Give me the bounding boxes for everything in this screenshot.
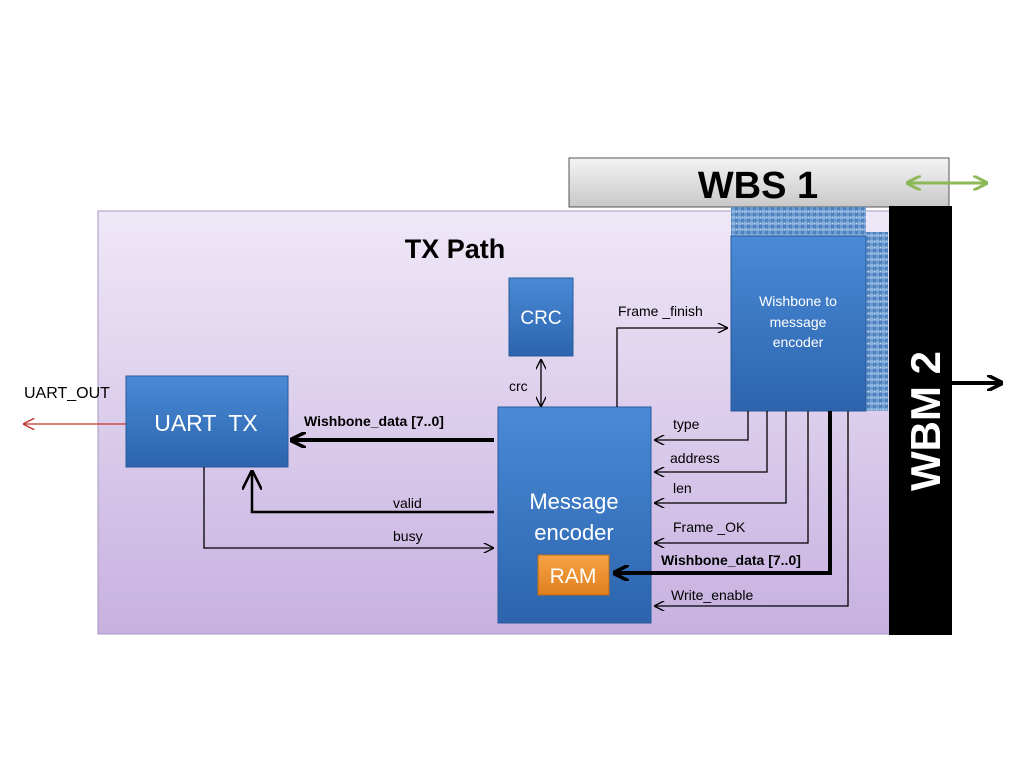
crc-block [508, 277, 574, 357]
uart-tx-label: UART TX [154, 410, 258, 436]
wbm-bus-bar [889, 206, 952, 635]
address-arrow [655, 411, 768, 472]
frame-ok-label: Frame _OK [673, 519, 746, 535]
crc-signal-label: crc [509, 378, 528, 394]
valid-label: valid [393, 495, 422, 511]
wbs-label: WBS 1 [698, 165, 818, 207]
type-label: type [673, 416, 700, 432]
write-enable-label: Write_enable [671, 587, 753, 603]
write-enable-arrow [655, 411, 849, 606]
ram-block [537, 554, 610, 596]
ram-label: RAM [550, 565, 597, 588]
frame-ok-arrow [655, 411, 809, 543]
message-encoder-label-line2: encoder [534, 520, 614, 545]
wb-encoder-texture-top [731, 207, 866, 237]
message-encoder-label-line1: Message [529, 489, 618, 514]
wb-encoder-texture-right [865, 232, 888, 411]
wbs-bus-bar [568, 157, 950, 208]
address-label: address [670, 450, 720, 466]
uart-tx-block [125, 375, 289, 468]
wb-encoder-label-line2: message [770, 314, 827, 330]
crc-block-label: CRC [520, 308, 561, 329]
busy-label: busy [393, 528, 423, 544]
wb-encoder-label-line3: encoder [773, 334, 824, 350]
len-arrow [655, 411, 787, 503]
wb-encoder-label-line1: Wishbone to [759, 293, 837, 309]
frame-finish-arrow [616, 328, 727, 407]
wb-encoder-block [730, 235, 867, 412]
tx-path-title: TX Path [405, 234, 506, 264]
uart-out-label: UART_OUT [24, 385, 110, 402]
wishbone-data-right-label: Wishbone_data [7..0] [661, 552, 801, 568]
wishbone-data-right-arrow [616, 411, 832, 573]
wbm-label: WBM 2 [902, 351, 949, 491]
len-label: len [673, 480, 692, 496]
busy-arrow [203, 467, 493, 548]
frame-finish-label: Frame _finish [618, 303, 703, 319]
wishbone-data-left-label: Wishbone_data [7..0] [304, 413, 444, 429]
valid-arrow [252, 472, 494, 514]
type-arrow [655, 411, 749, 440]
